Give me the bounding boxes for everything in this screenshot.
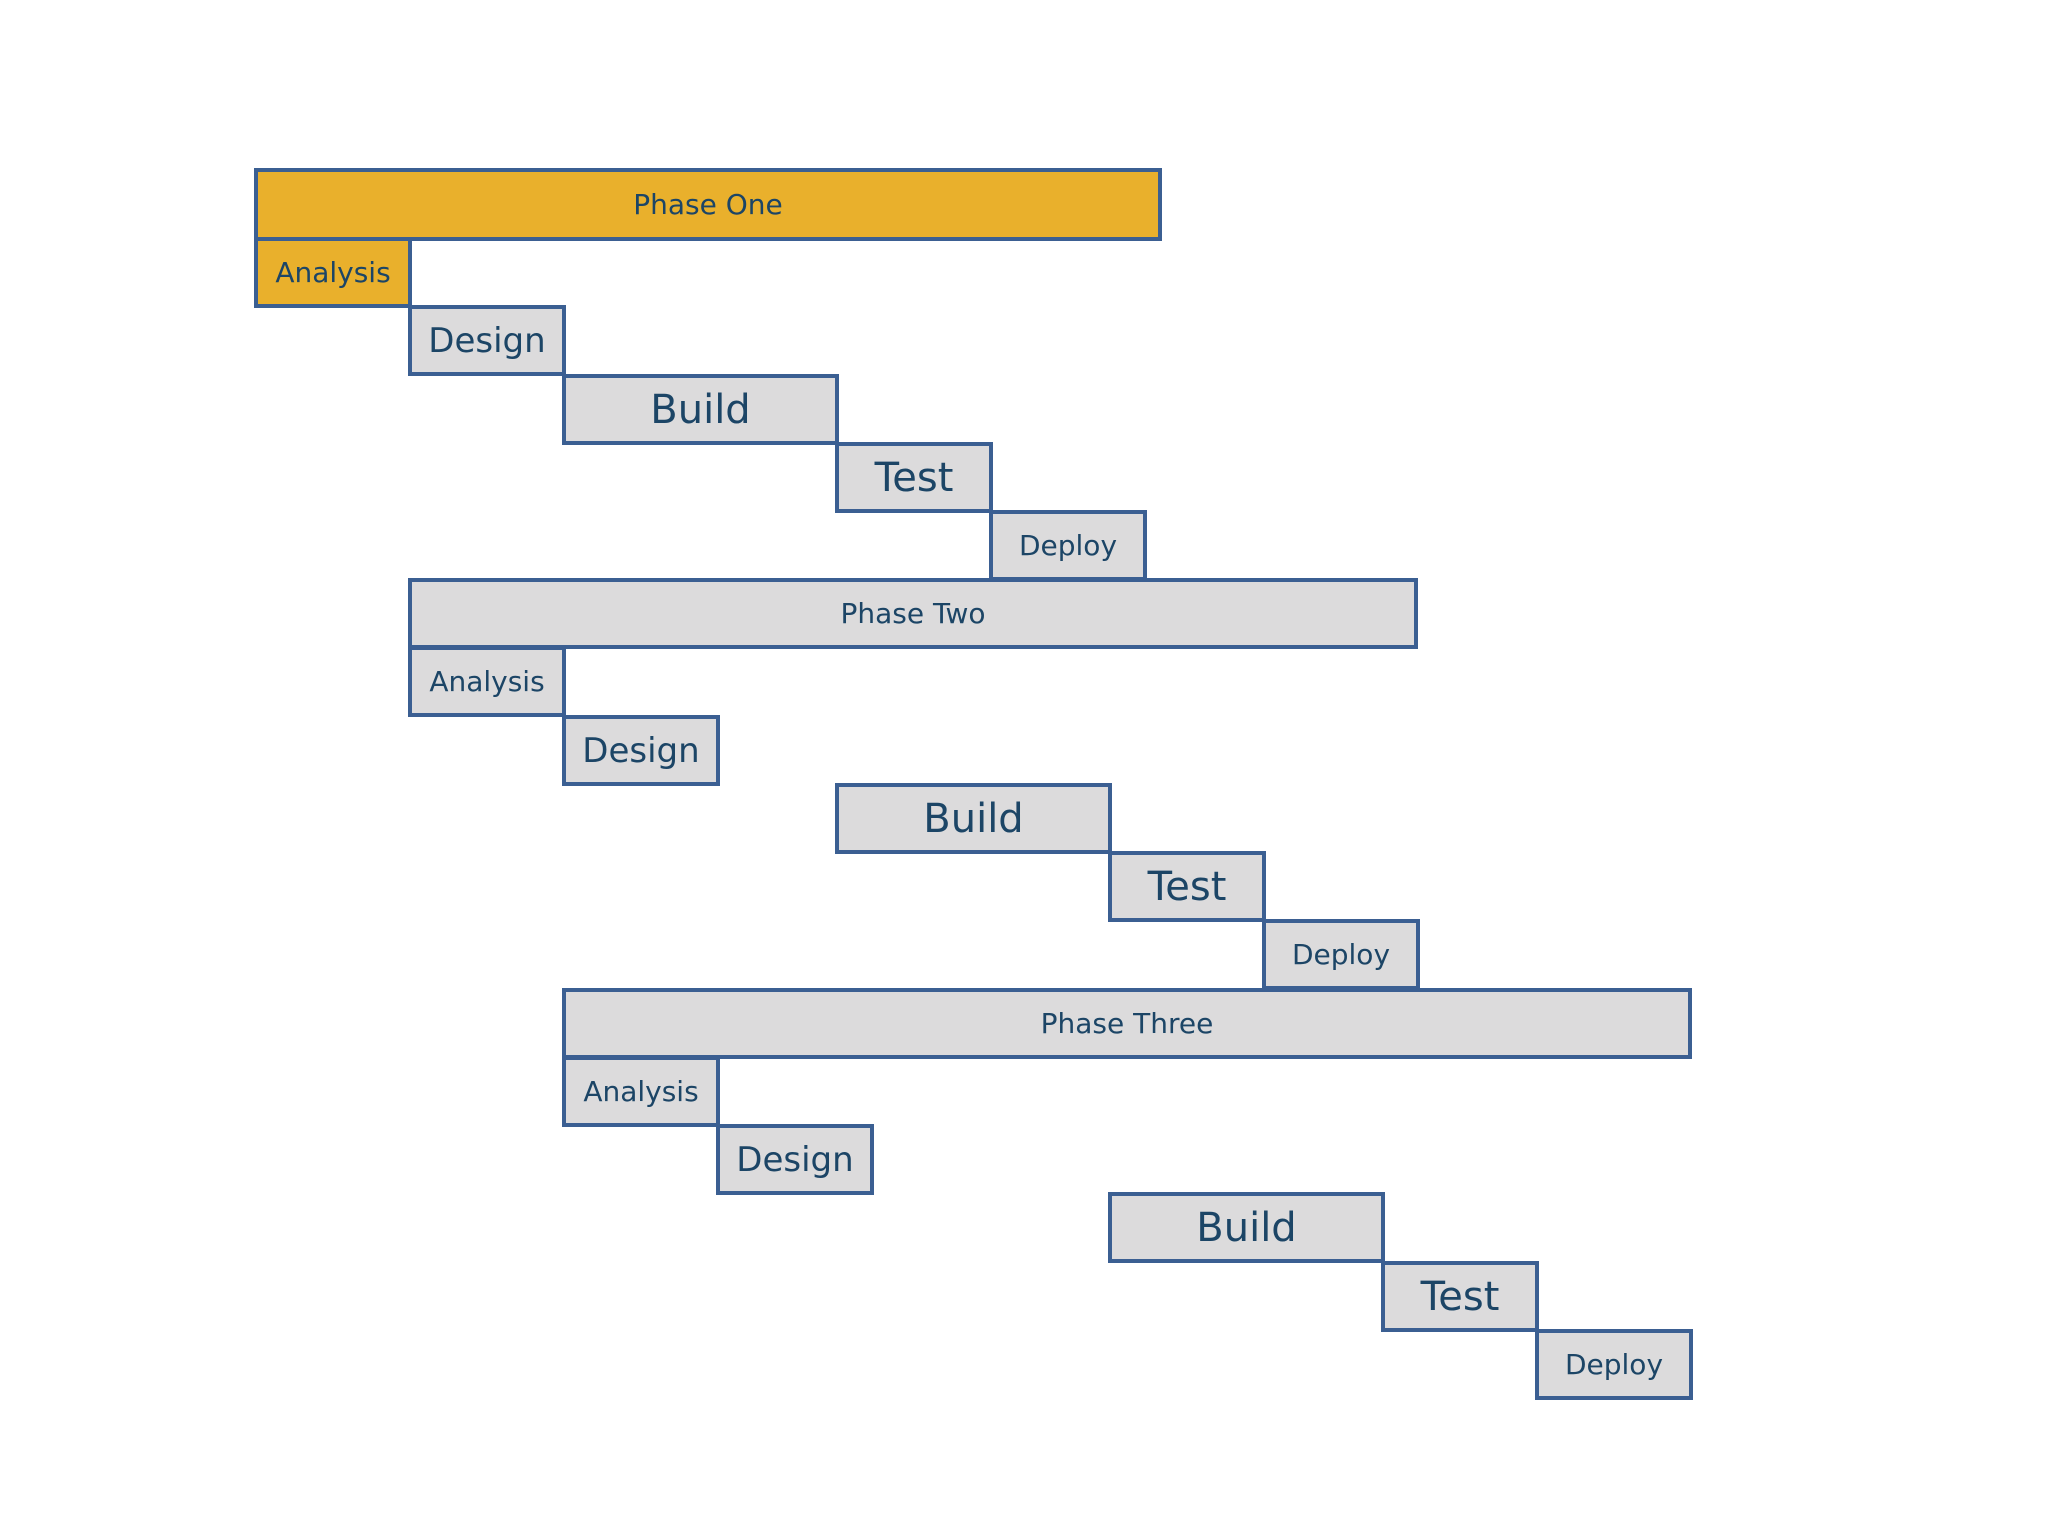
phase-three-test-task: Test — [1381, 1261, 1539, 1332]
phase-two-test-task: Test — [1108, 851, 1266, 922]
phase-three-analysis-task: Analysis — [562, 1056, 720, 1127]
phase-one-design-task: Design — [408, 305, 566, 376]
phase-two-analysis-task: Analysis — [408, 646, 566, 717]
phase-three-deploy-task: Deploy — [1535, 1329, 1693, 1400]
phase-two-deploy-task: Deploy — [1262, 919, 1420, 990]
phase-one-build-task: Build — [562, 374, 839, 445]
phase-three-design-task: Design — [716, 1124, 874, 1195]
phase-three-bar: Phase Three — [562, 988, 1692, 1059]
phase-two-design-task: Design — [562, 715, 720, 786]
phase-one-deploy-task: Deploy — [989, 510, 1147, 581]
phase-one-test-task: Test — [835, 442, 993, 513]
phase-one-bar: Phase One — [254, 168, 1162, 241]
phase-one-analysis-task: Analysis — [254, 237, 412, 308]
phase-two-build-task: Build — [835, 783, 1112, 854]
phase-three-build-task: Build — [1108, 1192, 1385, 1263]
phase-two-bar: Phase Two — [408, 578, 1418, 649]
